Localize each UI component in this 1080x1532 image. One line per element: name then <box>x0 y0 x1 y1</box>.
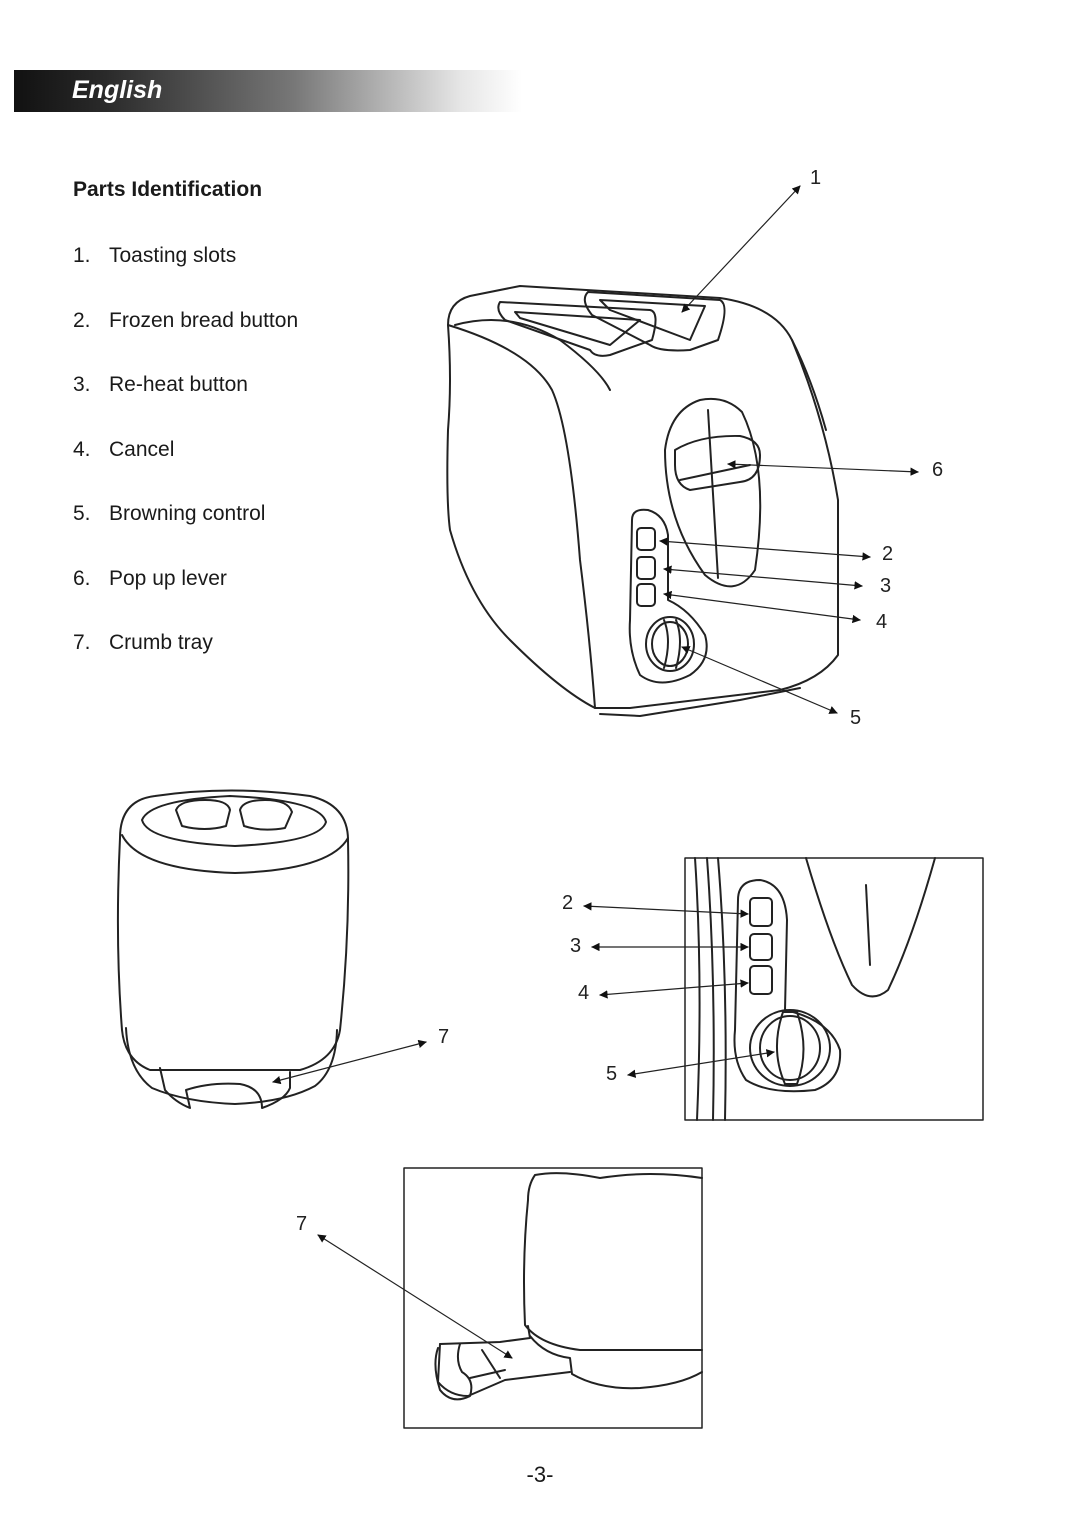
callout-4: 4 <box>876 611 887 633</box>
toaster-side-illustration <box>116 789 350 1109</box>
toaster-main-illustration <box>446 285 839 717</box>
language-label: English <box>72 76 163 104</box>
part-label: Crumb tray <box>109 631 213 654</box>
callout-1: 1 <box>810 167 821 189</box>
part-label: Frozen bread button <box>109 308 299 332</box>
section-title: Parts Identification <box>73 178 263 201</box>
part-label: Browning control <box>109 502 266 525</box>
main-callout-arrows <box>659 185 919 714</box>
detail-callout-4: 4 <box>578 982 589 1004</box>
list-item: 7.Crumb tray <box>73 631 213 654</box>
list-item: 6.Pop up lever <box>73 566 227 590</box>
parts-list: 1.Toasting slots 2.Frozen bread button 3… <box>73 238 298 690</box>
tray-callout-7: 7 <box>296 1213 307 1235</box>
part-label: Toasting slots <box>109 244 237 267</box>
control-panel-detail <box>684 857 984 1121</box>
language-header: English <box>14 70 522 112</box>
detail-callout-5: 5 <box>606 1063 617 1085</box>
list-item: 4.Cancel <box>73 437 175 461</box>
list-item: 1.Toasting slots <box>73 244 237 267</box>
tray-callout-arrow <box>317 1234 513 1359</box>
callout-3: 3 <box>880 575 891 597</box>
detail-callout-3: 3 <box>570 935 581 957</box>
list-item: 2.Frozen bread button <box>73 308 299 332</box>
part-label: Re-heat button <box>109 373 248 396</box>
list-item: 5.Browning control <box>73 502 266 525</box>
callout-5: 5 <box>850 707 861 729</box>
page-number: -3- <box>526 1462 554 1487</box>
side-callout-7: 7 <box>438 1026 449 1048</box>
detail-callout-arrows <box>583 902 775 1078</box>
side-callout-arrow <box>272 1039 427 1085</box>
detail-callout-2: 2 <box>562 892 573 914</box>
crumb-tray-detail <box>403 1167 703 1429</box>
part-label: Cancel <box>109 437 175 461</box>
list-item: 3.Re-heat button <box>73 373 248 396</box>
part-label: Pop up lever <box>109 566 227 590</box>
callout-6: 6 <box>932 459 943 481</box>
callout-2: 2 <box>882 543 893 565</box>
